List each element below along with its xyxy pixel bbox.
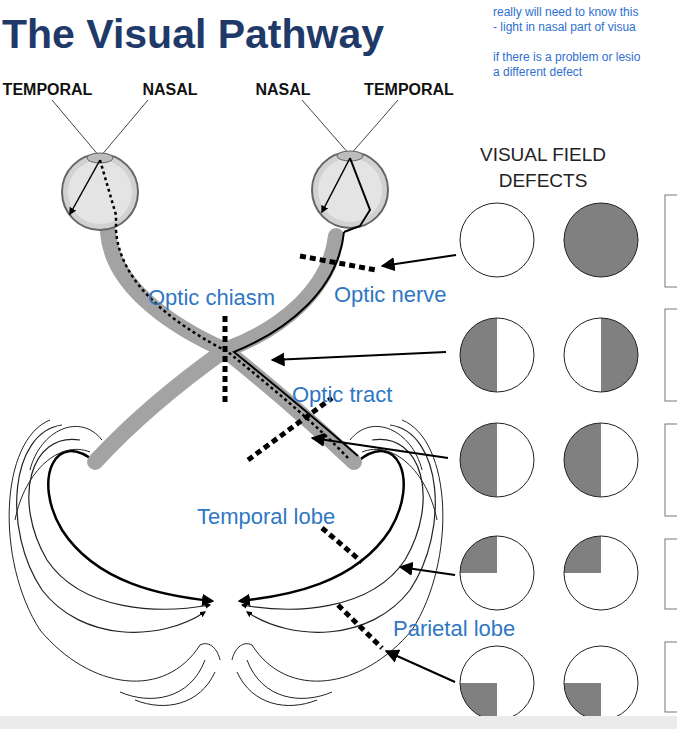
visual-field	[460, 318, 534, 392]
clipped-box	[665, 195, 677, 287]
lesion-mark	[338, 605, 382, 648]
leader-arrow	[272, 352, 446, 360]
note: really will need to know this	[493, 5, 638, 19]
clipped-box	[665, 424, 677, 516]
side-label: NASAL	[248, 81, 318, 99]
side-label: TEMPORAL	[0, 81, 95, 99]
lesion-mark	[248, 398, 332, 460]
field-defect	[460, 683, 497, 720]
light-ray	[302, 100, 350, 155]
visual-field	[460, 646, 534, 720]
optic-tract-band	[95, 350, 225, 462]
visual-field	[564, 536, 638, 610]
visual-field	[564, 423, 638, 497]
retina-ray	[322, 158, 350, 212]
nasal-fibre	[116, 230, 348, 458]
structure-label: Optic nerve	[334, 282, 447, 308]
visual-field	[564, 646, 638, 720]
eyeball	[312, 152, 388, 228]
structure-label: Temporal lobe	[197, 504, 335, 530]
leader-arrow	[386, 651, 455, 682]
field-defect	[564, 683, 601, 720]
eyeball	[62, 154, 138, 230]
note: if there is a problem or lesio	[493, 50, 640, 64]
note: a different defect	[493, 65, 582, 79]
structure-label: Optic chiasm	[148, 285, 275, 311]
clipped-box	[665, 642, 677, 712]
lesion-mark	[322, 528, 362, 562]
visual-field	[460, 536, 534, 610]
clipped-box	[665, 309, 677, 401]
side-label: TEMPORAL	[360, 81, 458, 99]
structure-label: Parietal lobe	[393, 616, 515, 642]
retina-ray	[70, 160, 100, 214]
title: The Visual Pathway	[2, 10, 384, 58]
retina-ray	[100, 160, 116, 230]
field-defect	[460, 318, 497, 392]
field-defect	[601, 318, 638, 392]
note: - light in nasal part of visua	[493, 20, 636, 34]
field-defect	[460, 423, 497, 497]
light-ray	[52, 100, 100, 157]
section-heading: VISUAL FIELD DEFECTS	[463, 142, 623, 194]
leader-arrow	[400, 567, 455, 575]
footer-strip	[0, 716, 677, 729]
field-defect	[564, 203, 638, 277]
visual-field	[564, 318, 638, 392]
leader-arrow	[382, 255, 456, 266]
clipped-box	[665, 539, 677, 609]
field-defect	[564, 536, 601, 573]
field-defect	[564, 423, 601, 497]
left-hemisphere	[9, 420, 220, 705]
visual-field	[564, 203, 638, 277]
side-label: NASAL	[135, 81, 205, 99]
field-defect	[460, 536, 497, 573]
lesion-mark	[223, 316, 228, 402]
light-ray	[350, 100, 398, 155]
retina-ray	[344, 158, 370, 232]
light-ray	[100, 100, 148, 157]
eyeball-inner	[68, 160, 132, 224]
structure-label: Optic tract	[292, 382, 392, 408]
lesion-mark	[300, 256, 376, 270]
visual-field	[460, 203, 534, 277]
eyeball-inner	[318, 158, 382, 222]
visual-field	[460, 423, 534, 497]
leader-arrow	[312, 438, 448, 458]
